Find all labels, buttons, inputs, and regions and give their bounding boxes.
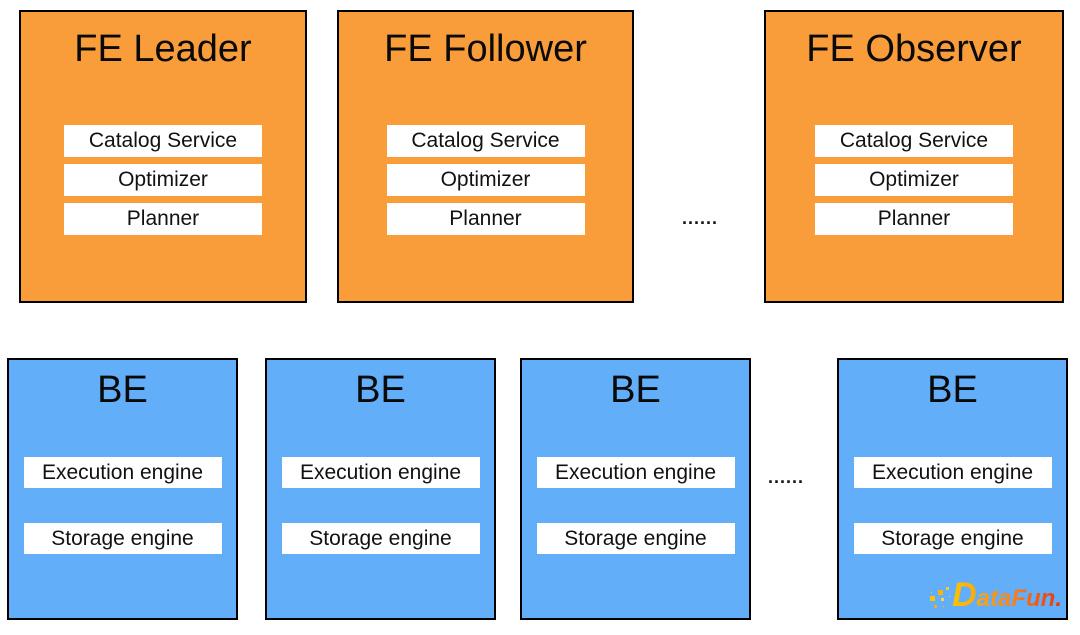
- module-execution-engine: Execution engine: [536, 457, 735, 488]
- fe-observer-box: FE Observer Catalog Service Optimizer Pl…: [764, 10, 1064, 303]
- datafun-logo-text: DataFun.: [952, 576, 1062, 614]
- module-storage-engine: Storage engine: [23, 523, 222, 554]
- module-execution-engine: Execution engine: [23, 457, 222, 488]
- fe-observer-title: FE Observer: [806, 28, 1022, 70]
- be-box-2: BE Execution engine Storage engine: [265, 358, 496, 620]
- fe-leader-box: FE Leader Catalog Service Optimizer Plan…: [19, 10, 307, 303]
- be-title: BE: [97, 369, 148, 411]
- be-title: BE: [610, 369, 661, 411]
- be-box-4: BE Execution engine Storage engine DataF…: [837, 358, 1068, 620]
- fe-leader-title: FE Leader: [74, 28, 252, 70]
- module-optimizer: Optimizer: [64, 164, 262, 196]
- be-box-1: BE Execution engine Storage engine: [7, 358, 238, 620]
- fe-ellipsis: ......: [681, 208, 718, 228]
- module-storage-engine: Storage engine: [853, 523, 1052, 554]
- logo-pixel-cluster-icon: [927, 583, 952, 615]
- be-title: BE: [355, 369, 406, 411]
- module-execution-engine: Execution engine: [281, 457, 480, 488]
- module-execution-engine: Execution engine: [853, 457, 1052, 488]
- be-box-3: BE Execution engine Storage engine: [520, 358, 751, 620]
- be-ellipsis: ......: [767, 467, 804, 487]
- module-planner: Planner: [386, 203, 585, 235]
- module-catalog-service: Catalog Service: [64, 125, 262, 157]
- module-optimizer: Optimizer: [386, 164, 585, 196]
- module-catalog-service: Catalog Service: [386, 125, 585, 157]
- module-optimizer: Optimizer: [815, 164, 1013, 196]
- module-catalog-service: Catalog Service: [815, 125, 1013, 157]
- module-planner: Planner: [64, 203, 262, 235]
- module-storage-engine: Storage engine: [536, 523, 735, 554]
- fe-follower-title: FE Follower: [384, 28, 587, 70]
- be-title: BE: [927, 369, 978, 411]
- fe-follower-box: FE Follower Catalog Service Optimizer Pl…: [337, 10, 634, 303]
- datafun-logo: DataFun.: [927, 579, 1062, 615]
- module-storage-engine: Storage engine: [281, 523, 480, 554]
- module-planner: Planner: [815, 203, 1013, 235]
